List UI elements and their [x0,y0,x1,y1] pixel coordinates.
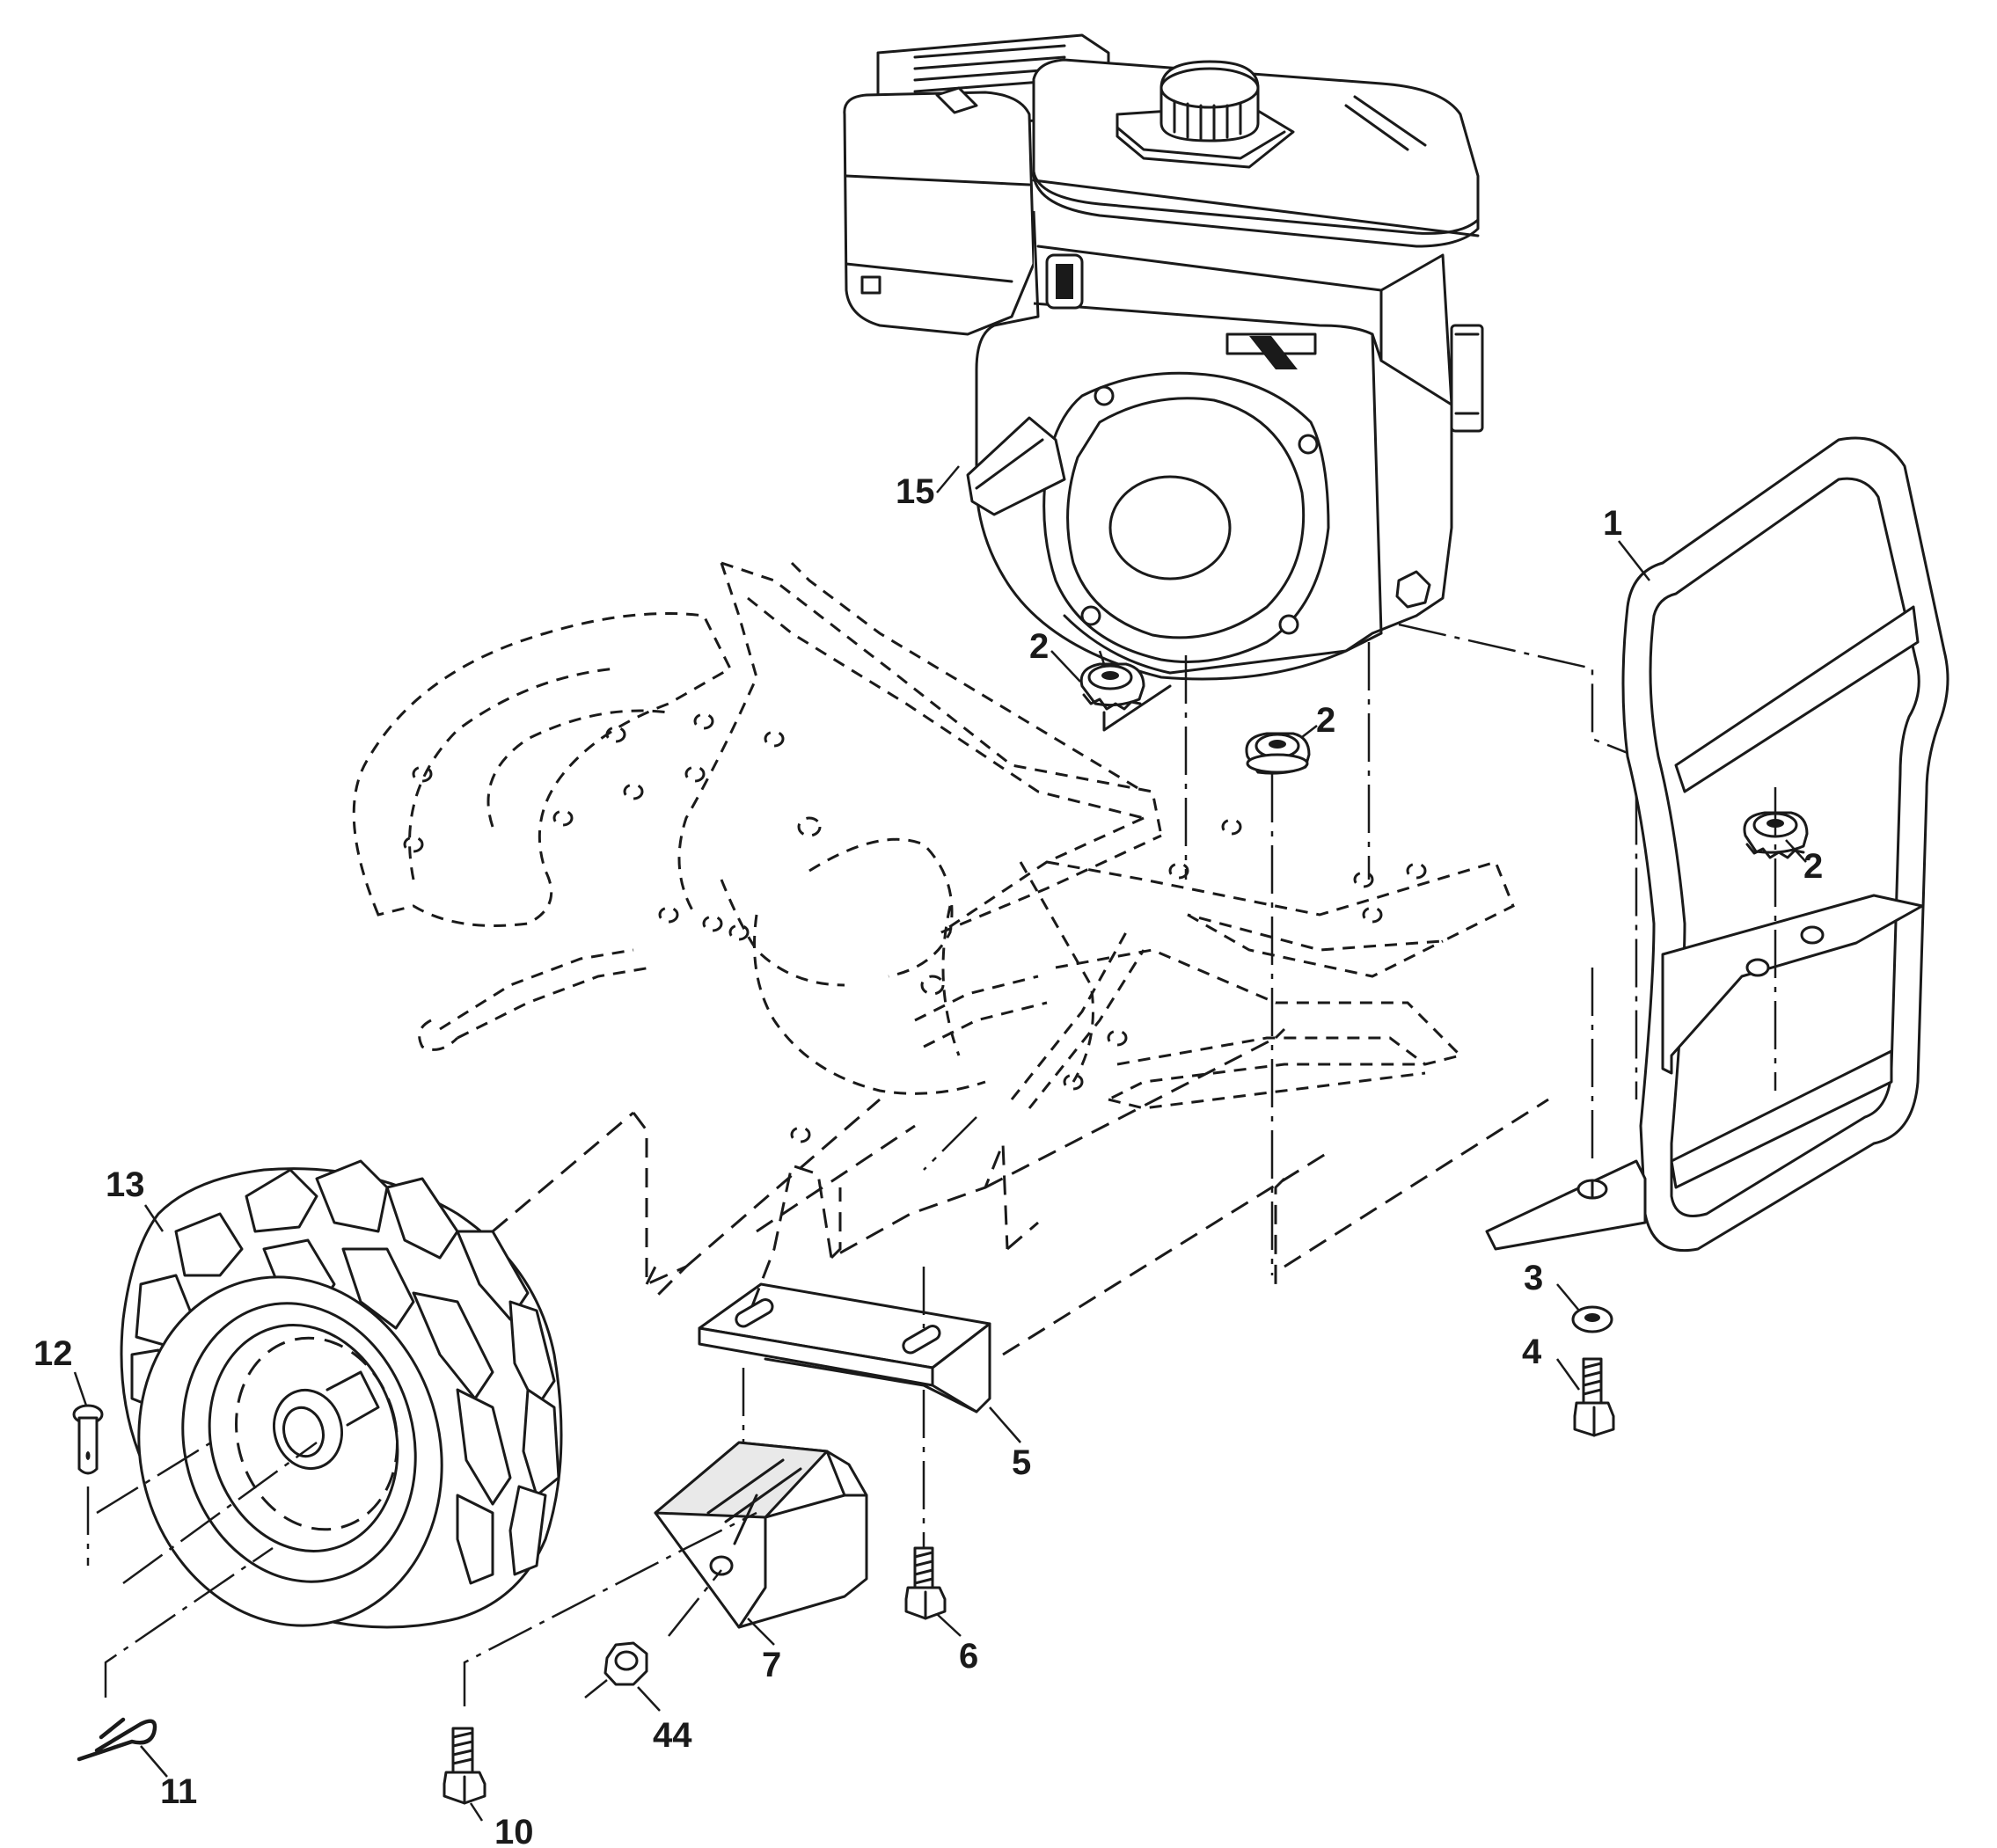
weight-block [654,1441,868,1637]
fuel-cap-ribs [1173,99,1242,141]
callout-1: 1 [1603,504,1622,543]
hex-bolt-weight [443,1511,757,1805]
mounting-bracket [698,1282,991,1413]
callout-12: 12 [33,1334,73,1373]
callout-15: 15 [896,472,935,511]
callout-10: 10 [494,1813,534,1848]
hairpin-cotter [77,1717,157,1762]
engine-alignment-lines [1098,623,1638,1275]
callout-5: 5 [1012,1443,1031,1482]
hex-bolt-bracket [904,1546,947,1620]
flat-washer [1571,1305,1613,1333]
tire-wheel [96,1111,634,1698]
tiller-frame-phantom [352,561,1515,1143]
callout-11: 11 [160,1772,197,1811]
leader-lines [73,465,1807,1822]
engine [843,33,1484,681]
hex-flange-nut-right [1743,787,1809,1091]
hex-bolt-right [1573,1357,1615,1437]
callout-6: 6 [959,1637,978,1676]
callout-4: 4 [1522,1333,1542,1371]
callout-44: 44 [653,1716,692,1755]
callout-7: 7 [762,1646,781,1684]
bracket-alignment-lines [632,1027,1549,1548]
callout-2-right: 2 [1803,847,1823,886]
hex-flange-nut-left [1079,662,1172,732]
callout-3: 3 [1524,1259,1543,1297]
bumper-guard [1485,436,1949,1253]
clevis-pin [72,1404,104,1566]
callout-labels: 1 2 2 2 3 4 5 6 7 10 11 12 13 15 44 [33,472,1823,1848]
hex-nut-weight [584,1641,648,1698]
hex-flange-nut-center [1245,732,1311,775]
callout-13: 13 [106,1165,145,1204]
callout-2-center: 2 [1316,701,1335,740]
callout-2-left: 2 [1029,627,1049,666]
